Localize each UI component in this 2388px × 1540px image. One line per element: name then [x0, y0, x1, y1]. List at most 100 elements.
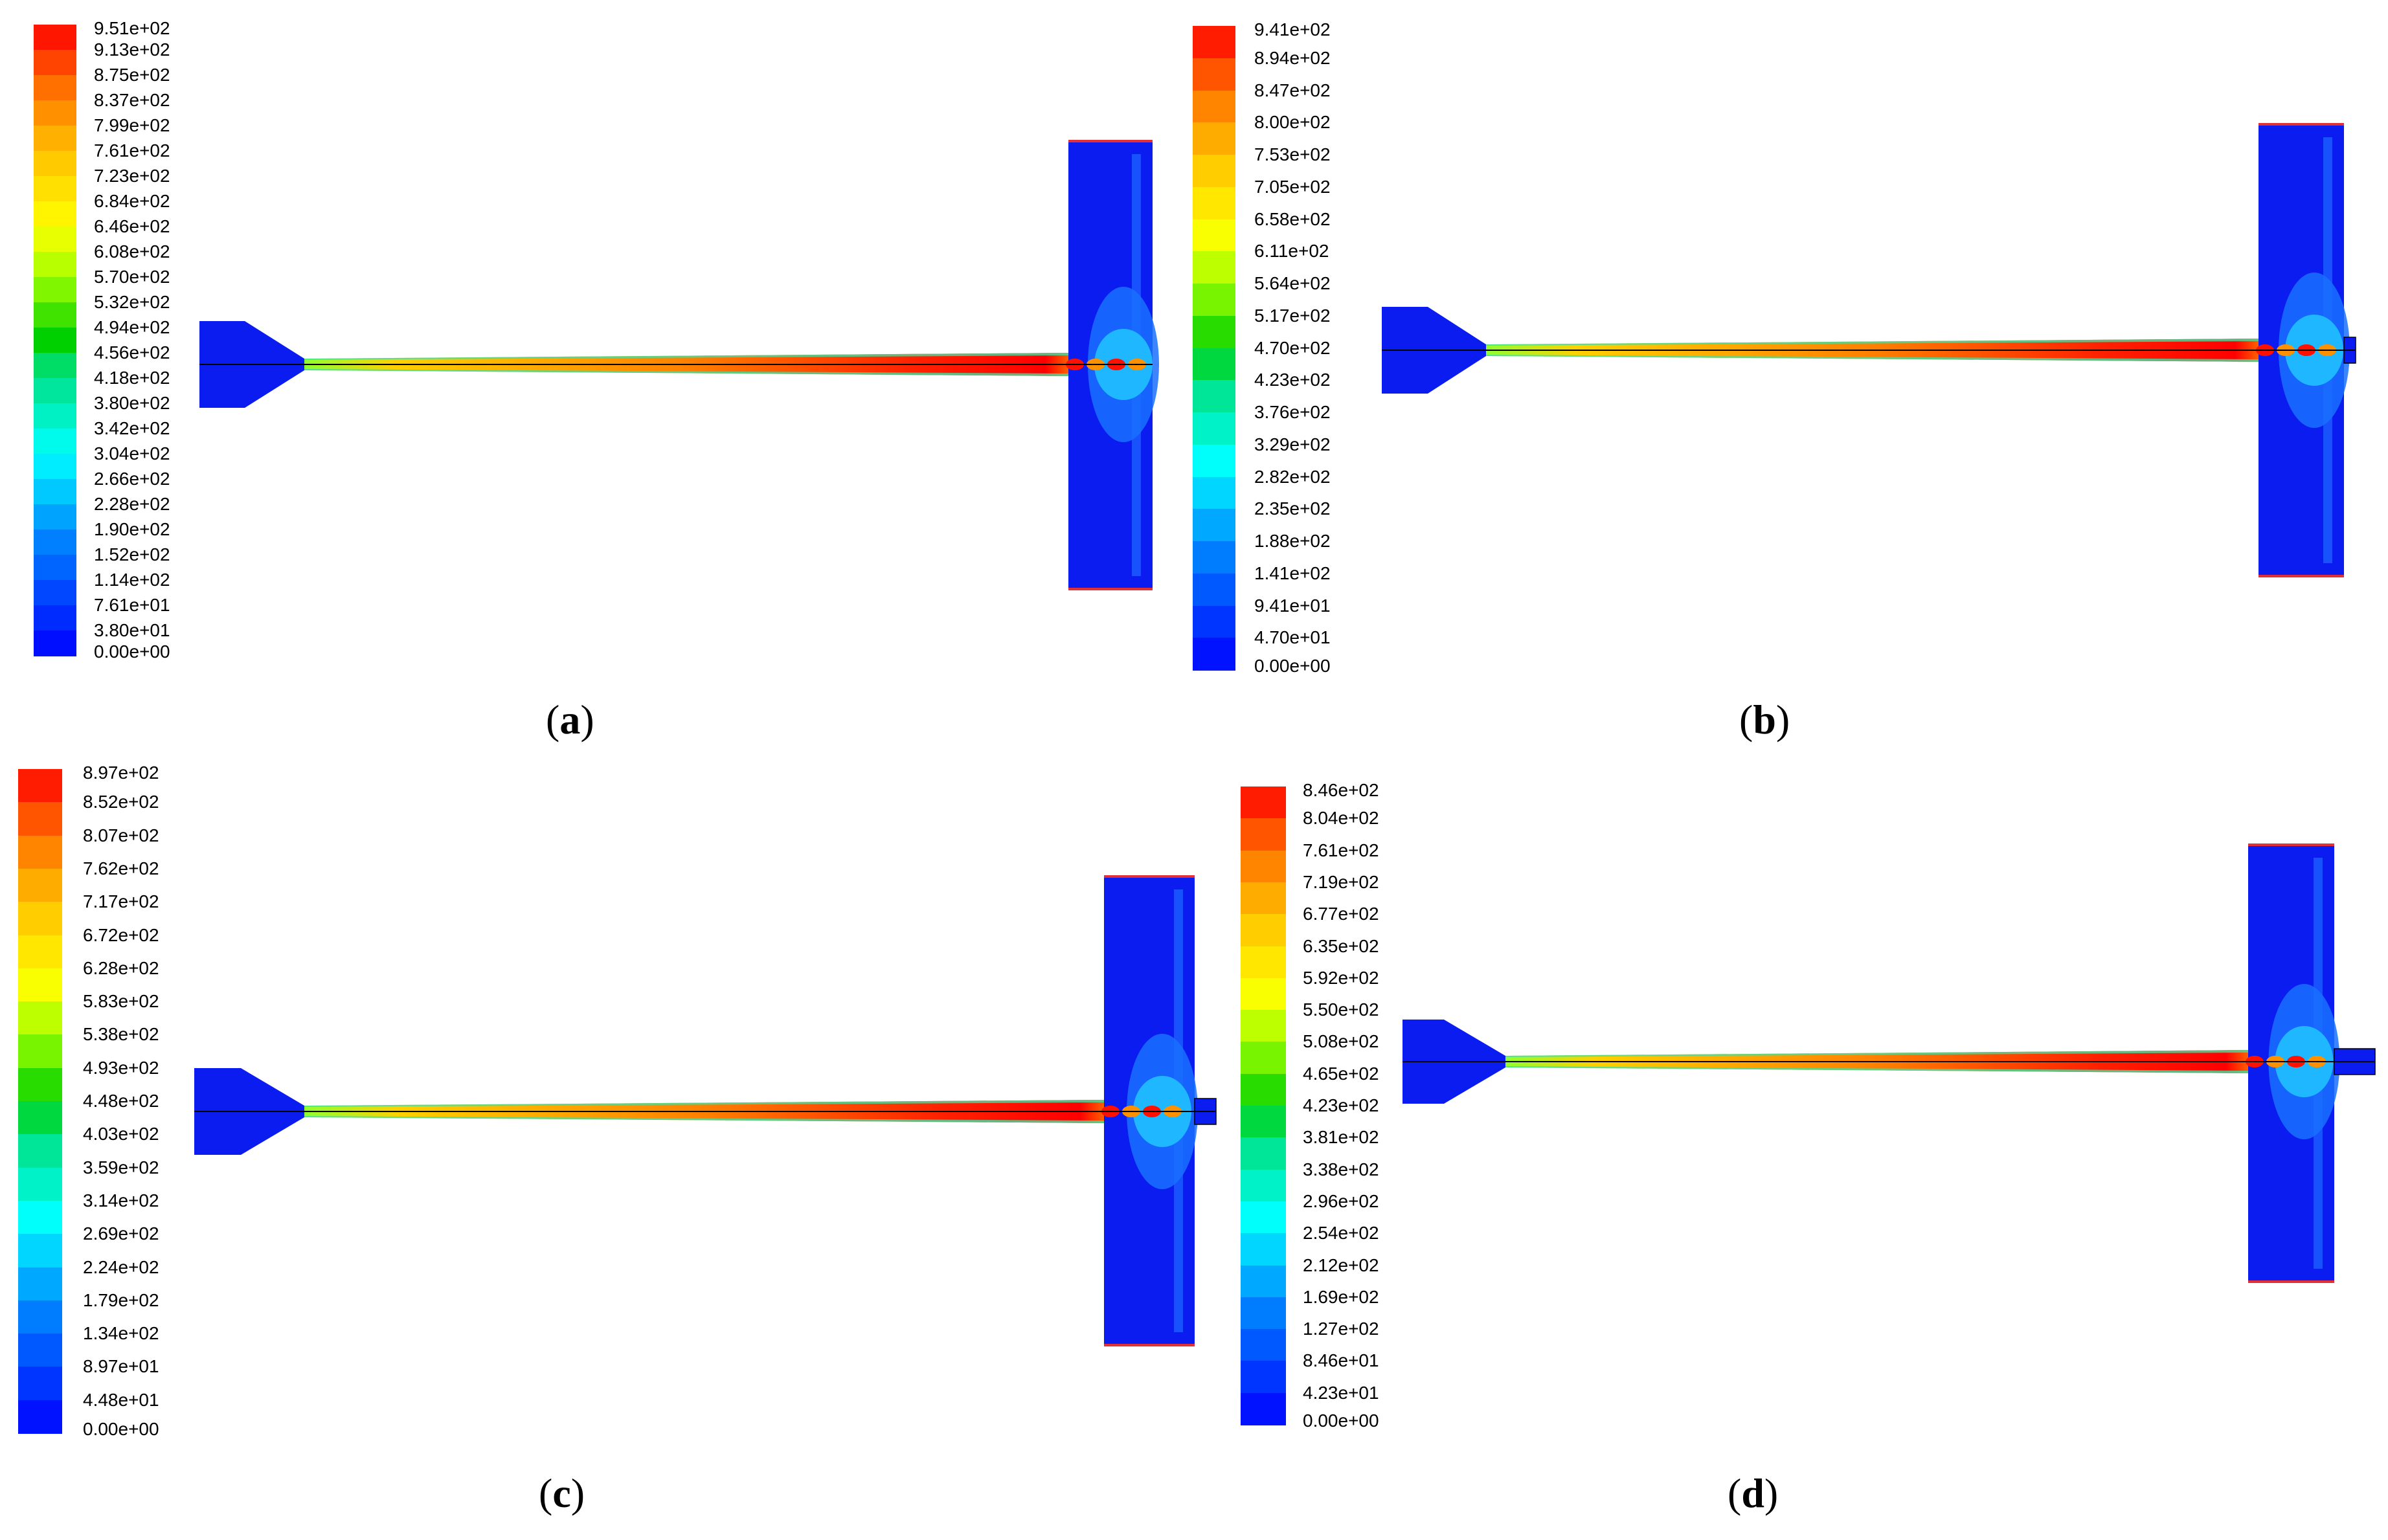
colorbar-tick-label: 6.46e+02	[94, 216, 170, 236]
colorbar-band	[1193, 90, 1235, 123]
jet-lower-shear-layer	[1486, 355, 2258, 362]
colorbar-band	[1241, 914, 1286, 947]
colorbar-tick-label: 2.54e+02	[1303, 1223, 1379, 1244]
colorbar-band	[1193, 573, 1235, 607]
colorbar-band	[1241, 1106, 1286, 1138]
colorbar-band	[34, 378, 76, 404]
colorbar-band	[34, 530, 76, 555]
colorbar-tick-label: 8.47e+02	[1254, 80, 1331, 100]
colorbar-tick-label: 4.70e+02	[1254, 337, 1331, 358]
jet-lower-shear-layer	[304, 1116, 1104, 1123]
colorbar-tick-label: 2.66e+02	[94, 469, 170, 489]
colorbar-tick-label: 7.61e+02	[94, 140, 170, 161]
nozzle-contour-b	[1382, 123, 2356, 577]
colorbar-band	[1241, 850, 1286, 883]
colorbar-tick-label: 2.28e+02	[94, 494, 170, 514]
colorbar-band	[18, 968, 62, 1002]
colorbar-band	[18, 902, 62, 936]
colorbar-tick-label: 0.00e+00	[94, 642, 170, 662]
colorbar-tick-label: 7.61e+02	[1303, 840, 1379, 860]
colorbar-tick-label: 3.81e+02	[1303, 1127, 1379, 1148]
colorbar-band	[34, 353, 76, 379]
colorbar-band	[18, 1367, 62, 1401]
colorbar-tick-label: 4.48e+02	[83, 1091, 159, 1111]
colorbar-band	[18, 769, 62, 803]
colorbar-tick-label: 9.51e+02	[94, 18, 170, 38]
colorbar-band	[34, 252, 76, 278]
colorbar-tick-label: 3.04e+02	[94, 443, 170, 463]
colorbar-tick-label: 6.84e+02	[94, 191, 170, 211]
colorbar-band	[18, 1334, 62, 1367]
colorbar-tick-label: 7.62e+02	[83, 858, 159, 878]
colorbar-tick-label: 7.17e+02	[83, 891, 159, 912]
colorbar-band	[1193, 348, 1235, 381]
colorbar-tick-label: 2.96e+02	[1303, 1190, 1379, 1211]
colorbar-band	[1193, 58, 1235, 91]
colorbar-b	[1193, 26, 1235, 671]
colorbar-band	[34, 429, 76, 454]
colorbar-tick-label: 1.14e+02	[94, 570, 170, 590]
caption-a: (a)	[546, 697, 594, 742]
colorbar-tick-label: 1.52e+02	[94, 544, 170, 564]
jet-lower-shear-layer	[1505, 1066, 2248, 1073]
colorbar-tick-label: 1.34e+02	[83, 1323, 159, 1344]
colorbar-tick-label: 4.48e+01	[83, 1389, 159, 1410]
colorbar-band	[1241, 946, 1286, 979]
colorbar-tick-label: 6.72e+02	[83, 924, 159, 945]
colorbar-tick-label: 2.12e+02	[1303, 1255, 1379, 1275]
colorbar-tick-label: 8.97e+01	[83, 1356, 159, 1377]
colorbar-tick-label: 3.80e+01	[94, 620, 170, 640]
colorbar-band	[34, 580, 76, 606]
colorbar-band	[1193, 605, 1235, 638]
colorbar-tick-label: 6.35e+02	[1303, 935, 1379, 956]
colorbar-band	[18, 1001, 62, 1035]
colorbar-tick-label: 4.18e+02	[94, 368, 170, 388]
colorbar-tick-label: 1.27e+02	[1303, 1319, 1379, 1339]
colorbar-band	[1193, 541, 1235, 574]
colorbar-band	[18, 1267, 62, 1301]
colorbar-band	[34, 277, 76, 303]
colorbar-tick-label: 8.00e+02	[1254, 112, 1331, 133]
colorbar-band	[1193, 444, 1235, 478]
jet-upper-shear-layer	[304, 1100, 1104, 1107]
colorbar-band	[34, 631, 76, 656]
colorbar-tick-label: 4.23e+02	[1303, 1095, 1379, 1115]
colorbar-tick-label: 7.05e+02	[1254, 176, 1331, 197]
colorbar-tick-label: 3.29e+02	[1254, 434, 1331, 454]
colorbar-tick-label: 7.53e+02	[1254, 144, 1331, 164]
colorbar-band	[1193, 219, 1235, 252]
colorbar-band	[34, 75, 76, 101]
colorbar-band	[1241, 977, 1286, 1010]
jet-lower-shear-layer	[304, 369, 1068, 376]
colorbar-band	[34, 227, 76, 252]
colorbar-band	[1241, 1392, 1286, 1425]
colorbar-tick-label: 3.14e+02	[83, 1190, 159, 1211]
colorbar-band	[34, 151, 76, 177]
colorbar-band	[34, 605, 76, 631]
colorbar-band	[1241, 1361, 1286, 1394]
colorbar-tick-label: 4.93e+02	[83, 1057, 159, 1078]
colorbar-tick-label: 6.28e+02	[83, 957, 159, 978]
jet-upper-shear-layer	[1486, 339, 2258, 346]
colorbar-tick-label: 1.41e+02	[1254, 563, 1331, 583]
colorbar-band	[18, 835, 62, 869]
colorbar-band	[1241, 1233, 1286, 1266]
colorbar-tick-label: 5.50e+02	[1303, 999, 1379, 1020]
colorbar-tick-label: 2.69e+02	[83, 1223, 159, 1244]
colorbar-band	[1241, 1010, 1286, 1042]
colorbar-tick-label: 2.82e+02	[1254, 466, 1331, 487]
colorbar-tick-label: 0.00e+00	[83, 1419, 159, 1439]
colorbar-tick-label: 4.23e+02	[1254, 370, 1331, 390]
colorbar-band	[1193, 251, 1235, 284]
colorbar-tick-label: 5.32e+02	[94, 292, 170, 312]
colorbar-tick-label: 3.38e+02	[1303, 1159, 1379, 1179]
colorbar-band	[1193, 412, 1235, 445]
colorbar-tick-label: 2.35e+02	[1254, 498, 1331, 519]
colorbar-band	[34, 176, 76, 202]
colorbar-band	[34, 50, 76, 76]
colorbar-band	[34, 126, 76, 151]
colorbar-band	[1241, 1169, 1286, 1202]
colorbar-band	[1241, 1297, 1286, 1330]
colorbar-band	[18, 1400, 62, 1434]
colorbar-band	[1193, 155, 1235, 188]
